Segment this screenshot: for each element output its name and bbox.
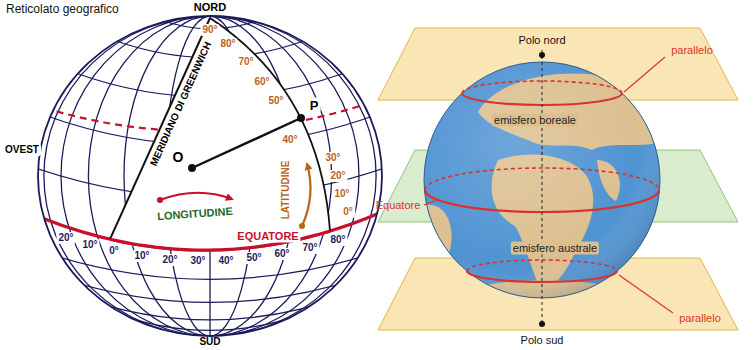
equator-label: Equatore xyxy=(374,199,423,212)
latitude-degree: 90° xyxy=(200,24,219,36)
globe-outline xyxy=(38,16,382,336)
latitude-degree: 80° xyxy=(218,38,237,50)
longitude-degree: 10° xyxy=(80,239,99,251)
latitude-degree: 40° xyxy=(280,134,299,146)
title: Reticolato geografico xyxy=(4,2,121,16)
parallel-line xyxy=(76,296,345,320)
meridian-wedge xyxy=(110,18,330,250)
latitude-degree: 30° xyxy=(323,152,342,164)
longitude-degree: 0° xyxy=(107,245,121,257)
pole-label: Polo nord xyxy=(516,34,567,47)
compass-label: SUD xyxy=(197,336,222,348)
parallel-line xyxy=(46,273,375,302)
point-label: P xyxy=(308,98,321,113)
longitude-degree: 20° xyxy=(56,232,75,244)
latitude-arc xyxy=(302,164,311,226)
meridian-line xyxy=(88,16,331,336)
longitude-degree: 80° xyxy=(328,234,347,246)
parallel-line xyxy=(115,313,305,330)
longitude-degree: 70° xyxy=(300,242,319,254)
latitude-degree: 60° xyxy=(252,76,271,88)
parallel-label: parallelo xyxy=(677,312,723,325)
greenwich-meridian xyxy=(110,18,210,239)
south-pole-dot xyxy=(539,321,545,327)
equator-label: EQUATORE xyxy=(235,230,300,243)
hemisphere-label: emisfero australe xyxy=(511,242,599,255)
point-p xyxy=(297,114,305,122)
point-label: O xyxy=(171,149,186,165)
hemisphere-label: emisfero boreale xyxy=(492,114,578,127)
leader-line xyxy=(624,57,665,92)
center-point xyxy=(188,164,196,172)
longitude-degree: 30° xyxy=(188,255,207,267)
compass-label: NORD xyxy=(192,1,228,14)
globe-grid xyxy=(27,16,394,336)
meridian-of-p xyxy=(210,18,330,231)
latitude-degree: 10° xyxy=(332,188,351,200)
longitude-arc-start xyxy=(157,197,163,203)
compass-label: OVEST xyxy=(3,144,41,156)
leader-line xyxy=(424,200,437,205)
north-pole-dot xyxy=(539,52,545,58)
globe-ground xyxy=(38,16,382,336)
longitude-degree: 60° xyxy=(272,248,291,260)
latitude-degree: 0° xyxy=(341,206,355,218)
longitude-degree: 50° xyxy=(244,252,263,264)
meridian-line xyxy=(61,16,359,336)
latitude-degree: 70° xyxy=(236,56,255,68)
longitude-degree: 20° xyxy=(160,254,179,266)
leader-line xyxy=(619,275,673,313)
longitude-degree: 40° xyxy=(216,255,235,267)
latitude-degree: 50° xyxy=(266,95,285,107)
meridian-line xyxy=(44,16,376,336)
longitude-degree: 10° xyxy=(132,250,151,262)
pole-label: Polo sud xyxy=(519,334,566,347)
latitude-degree: 20° xyxy=(328,170,347,182)
earth-axis xyxy=(542,50,543,322)
latitude-label: LATITUDINE xyxy=(280,159,292,222)
longitude-arc xyxy=(160,193,232,200)
parallel-label: parallelo xyxy=(669,44,715,57)
latitude-arc-start xyxy=(299,223,305,229)
